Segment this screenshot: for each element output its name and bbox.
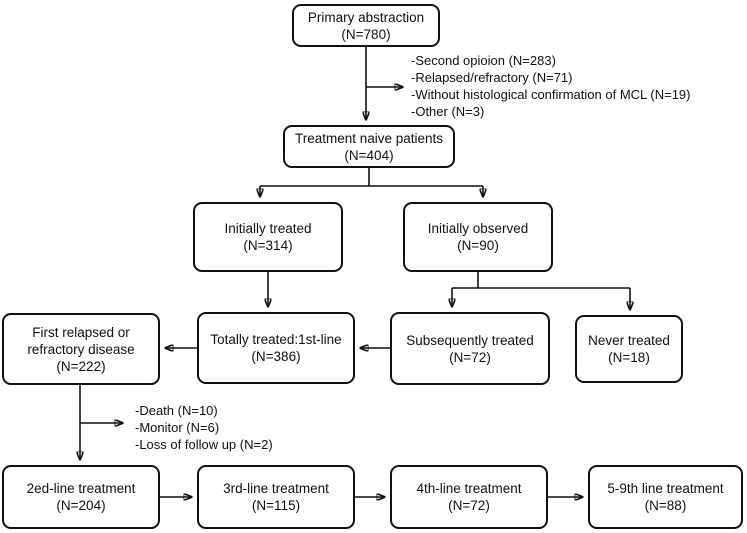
box-never-treated: Never treated (N=18) <box>575 315 683 383</box>
exclusion-item: -Second opioion (N=283) <box>411 53 556 68</box>
exclusion-item: -Relapsed/refractory (N=71) <box>411 70 573 85</box>
exclusion-item: -Death (N=10) <box>135 403 218 418</box>
box-label: Initially treated <box>224 221 312 236</box>
box-label: Subsequently treated <box>406 332 534 348</box>
box-label: Treatment naive patients <box>294 130 444 146</box>
box-2nd-line-treatment: 2ed-line treatment (N=204) <box>2 465 160 529</box>
exclusion-item: -Without histological confirmation of MC… <box>411 87 691 102</box>
box-count: (N=72) <box>449 349 491 365</box>
box-label: 3rd-line treatment <box>223 481 329 496</box>
box-count: (N=386) <box>251 349 301 364</box>
box-3rd-line-treatment: 3rd-line treatment (N=115) <box>197 465 355 529</box>
box-count: (N=204) <box>56 498 106 513</box>
box-label: 2ed-line treatment <box>26 481 136 496</box>
box-5-9th-line-treatment: 5-9th line treatment (N=88) <box>588 465 743 529</box>
exclusions-after-primary: -Second opioion (N=283) -Relapsed/refrac… <box>411 52 691 120</box>
exclusion-item: -Other (N=3) <box>411 104 485 119</box>
box-count: (N=222) <box>56 358 106 374</box>
box-initially-treated: Initially treated (N=314) <box>193 202 343 272</box>
exclusion-item: -Loss of follow up (N=2) <box>135 437 273 452</box>
box-label: First relapsed or refractory disease <box>27 324 135 357</box>
box-label: Initially observed <box>427 221 529 236</box>
box-label: Totally treated:1st-line <box>210 332 342 347</box>
connector-naive-split <box>260 168 483 187</box>
box-count: (N=72) <box>448 498 490 513</box>
box-primary-abstraction: Primary abstraction (N=780) <box>292 4 440 47</box>
box-count: (N=90) <box>457 238 499 253</box>
box-count: (N=18) <box>608 350 650 365</box>
box-count: (N=88) <box>644 498 687 513</box>
box-count: (N=314) <box>243 238 293 253</box>
exclusion-item: -Monitor (N=6) <box>135 420 220 435</box>
box-first-relapsed-refractory: First relapsed or refractory disease (N=… <box>2 313 160 385</box>
box-treatment-naive-patients: Treatment naive patients (N=404) <box>283 125 455 168</box>
connector-observed-split <box>452 272 630 289</box>
box-subsequently-treated: Subsequently treated (N=72) <box>390 312 550 385</box>
box-initially-observed: Initially observed (N=90) <box>403 202 553 272</box>
box-label: 5-9th line treatment <box>607 481 724 496</box>
box-totally-treated-1st-line: Totally treated:1st-line (N=386) <box>197 312 355 384</box>
box-count: (N=780) <box>341 26 391 42</box>
exclusions-after-first-relapse: -Death (N=10) -Monitor (N=6) -Loss of fo… <box>135 402 273 453</box>
box-label: Primary abstraction <box>307 9 425 25</box>
box-label: 4th-line treatment <box>416 481 522 496</box>
box-count: (N=404) <box>344 147 394 163</box>
box-label: Never treated <box>588 333 670 348</box>
box-count: (N=115) <box>251 498 301 513</box>
box-4th-line-treatment: 4th-line treatment (N=72) <box>390 465 548 529</box>
